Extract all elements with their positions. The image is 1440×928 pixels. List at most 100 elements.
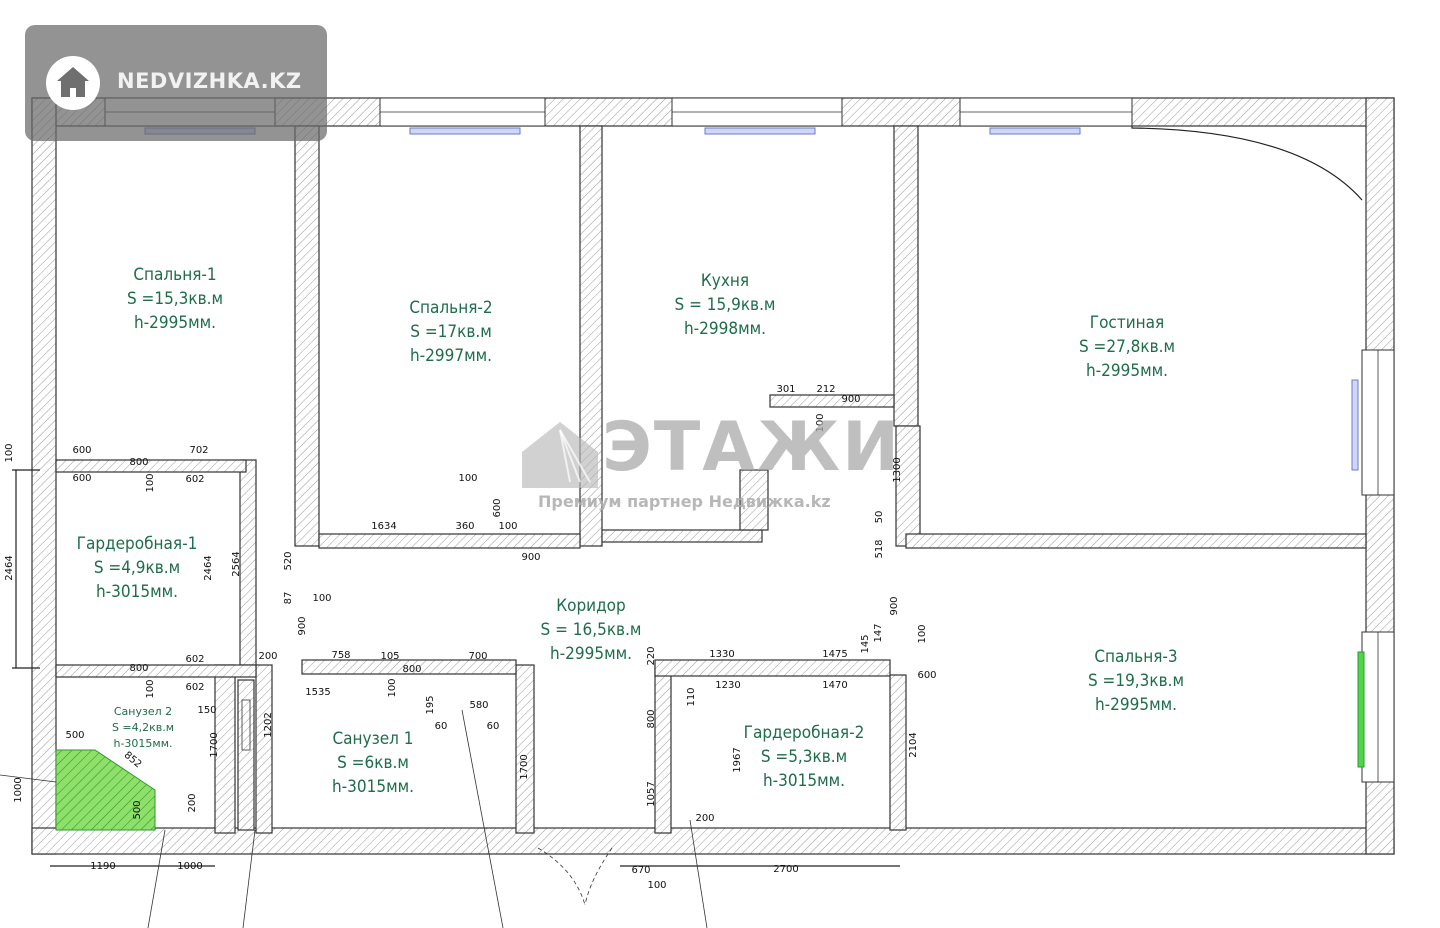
room-area: S =17кв.м bbox=[410, 322, 492, 342]
dim-label: 500 bbox=[132, 800, 143, 819]
room-bath2: Санузел 2 S =4,2кв.м h-3015мм. bbox=[112, 705, 174, 750]
dim-label: 100 bbox=[815, 413, 826, 432]
room-area: S =5,3кв.м bbox=[761, 747, 847, 767]
dim-label: 100 bbox=[458, 473, 477, 484]
room-height: h-2995мм. bbox=[550, 644, 632, 664]
room-wardrobe1: Гардеробная-1 S =4,9кв.м h-3015мм. bbox=[77, 534, 198, 602]
room-area: S =19,3кв.м bbox=[1088, 671, 1184, 691]
dim-label: 150 bbox=[197, 705, 216, 716]
room-area: S = 16,5кв.м bbox=[541, 620, 642, 640]
dim-label: 105 bbox=[380, 651, 399, 662]
dim-label: 758 bbox=[331, 650, 350, 661]
dim-label: 602 bbox=[185, 474, 204, 485]
room-height: h-2995мм. bbox=[1086, 361, 1168, 381]
dim-label: 110 bbox=[686, 687, 697, 706]
leader-lines bbox=[0, 709, 708, 928]
brand-name: NEDVIZHKA.KZ bbox=[117, 69, 302, 93]
dim-label: 1230 bbox=[715, 680, 740, 691]
dim-label: 2700 bbox=[773, 864, 798, 875]
dim-label: 100 bbox=[312, 593, 331, 604]
room-name: Санузел 2 bbox=[114, 705, 172, 718]
dim-label: 600 bbox=[917, 670, 936, 681]
room-height: h-3015мм. bbox=[113, 737, 172, 750]
dim-label: 2464 bbox=[4, 555, 15, 580]
dim-label: 50 bbox=[874, 511, 885, 524]
room-wardrobe2: Гардеробная-2 S =5,3кв.м h-3015мм. bbox=[744, 723, 865, 791]
dim-label: 1535 bbox=[305, 687, 330, 698]
dim-label: 518 bbox=[874, 539, 885, 558]
dim-label: 1300 bbox=[892, 457, 903, 482]
room-bath1: Санузел 1 S =6кв.м h-3015мм. bbox=[332, 729, 414, 797]
dim-label: 301 bbox=[776, 384, 795, 395]
home-icon bbox=[46, 56, 100, 110]
dim-label: 87 bbox=[283, 592, 294, 605]
dim-label: 1470 bbox=[822, 680, 847, 691]
dim-label: 900 bbox=[521, 552, 540, 563]
dim-label: 145 bbox=[860, 634, 871, 653]
room-height: h-2995мм. bbox=[1095, 695, 1177, 715]
dim-label: 100 bbox=[917, 624, 928, 643]
room-height: h-2997мм. bbox=[410, 346, 492, 366]
dim-label: 1330 bbox=[709, 649, 734, 660]
room-living: Гостиная S =27,8кв.м h-2995мм. bbox=[1079, 313, 1175, 381]
dim-label: 100 bbox=[647, 880, 666, 891]
dim-label: 670 bbox=[631, 865, 650, 876]
dim-label: 800 bbox=[646, 709, 657, 728]
dim-label: 700 bbox=[468, 651, 487, 662]
dim-label: 800 bbox=[129, 457, 148, 468]
dim-label: 1634 bbox=[371, 521, 396, 532]
dim-label: 100 bbox=[387, 678, 398, 697]
room-height: h-2995мм. bbox=[134, 313, 216, 333]
brand-badge[interactable]: NEDVIZHKA.KZ bbox=[25, 25, 327, 141]
room-bedroom2: Спальня-2 S =17кв.м h-2997мм. bbox=[409, 298, 492, 366]
dim-label: 100 bbox=[498, 521, 517, 532]
dim-label: 1700 bbox=[209, 732, 220, 757]
dim-label: 1202 bbox=[263, 712, 274, 737]
dim-label: 600 bbox=[72, 445, 91, 456]
room-area: S =15,3кв.м bbox=[127, 289, 223, 309]
dim-label: 1967 bbox=[732, 747, 743, 772]
dim-label: 800 bbox=[129, 663, 148, 674]
dim-label: 600 bbox=[72, 473, 91, 484]
dim-label: 220 bbox=[646, 646, 657, 665]
room-area: S =4,2кв.м bbox=[112, 721, 174, 734]
dim-label: 600 bbox=[492, 498, 503, 517]
dim-label: 100 bbox=[145, 473, 156, 492]
room-area: S = 15,9кв.м bbox=[675, 295, 776, 315]
dim-label: 212 bbox=[816, 384, 835, 395]
shaft-2 bbox=[237, 679, 255, 831]
dim-label: 1700 bbox=[519, 754, 530, 779]
dim-label: 195 bbox=[425, 695, 436, 714]
dim-label: 1475 bbox=[822, 649, 847, 660]
dim-label: 1000 bbox=[13, 777, 24, 802]
dim-label: 60 bbox=[435, 721, 448, 732]
dim-label: 100 bbox=[4, 443, 15, 462]
dim-label: 702 bbox=[189, 445, 208, 456]
room-name: Гостиная bbox=[1090, 313, 1165, 333]
dim-label: 520 bbox=[283, 551, 294, 570]
room-name: Кухня bbox=[701, 271, 749, 291]
room-height: h-3015мм. bbox=[332, 777, 414, 797]
dim-label: 1000 bbox=[177, 861, 202, 872]
dim-label: 2464 bbox=[203, 555, 214, 580]
room-area: S =6кв.м bbox=[337, 753, 409, 773]
dim-label: 602 bbox=[185, 654, 204, 665]
room-bedroom3: Спальня-3 S =19,3кв.м h-2995мм. bbox=[1088, 647, 1184, 715]
room-kitchen: Кухня S = 15,9кв.м h-2998мм. bbox=[675, 271, 776, 339]
room-area: S =4,9кв.м bbox=[94, 558, 180, 578]
room-name: Гардеробная-2 bbox=[744, 723, 865, 743]
room-name: Санузел 1 bbox=[332, 729, 413, 749]
dim-label: 147 bbox=[873, 623, 884, 642]
room-corridor: Коридор S = 16,5кв.м h-2995мм. bbox=[541, 596, 642, 664]
room-name: Спальня-2 bbox=[409, 298, 492, 318]
shaft bbox=[739, 469, 769, 531]
dim-label: 602 bbox=[185, 682, 204, 693]
dim-label: 900 bbox=[889, 596, 900, 615]
room-name: Спальня-1 bbox=[133, 265, 216, 285]
room-name: Коридор bbox=[556, 596, 626, 616]
dim-label: 500 bbox=[65, 730, 84, 741]
room-height: h-2998мм. bbox=[684, 319, 766, 339]
room-name: Спальня-3 bbox=[1094, 647, 1177, 667]
room-height: h-3015мм. bbox=[96, 582, 178, 602]
dim-label: 200 bbox=[258, 651, 277, 662]
